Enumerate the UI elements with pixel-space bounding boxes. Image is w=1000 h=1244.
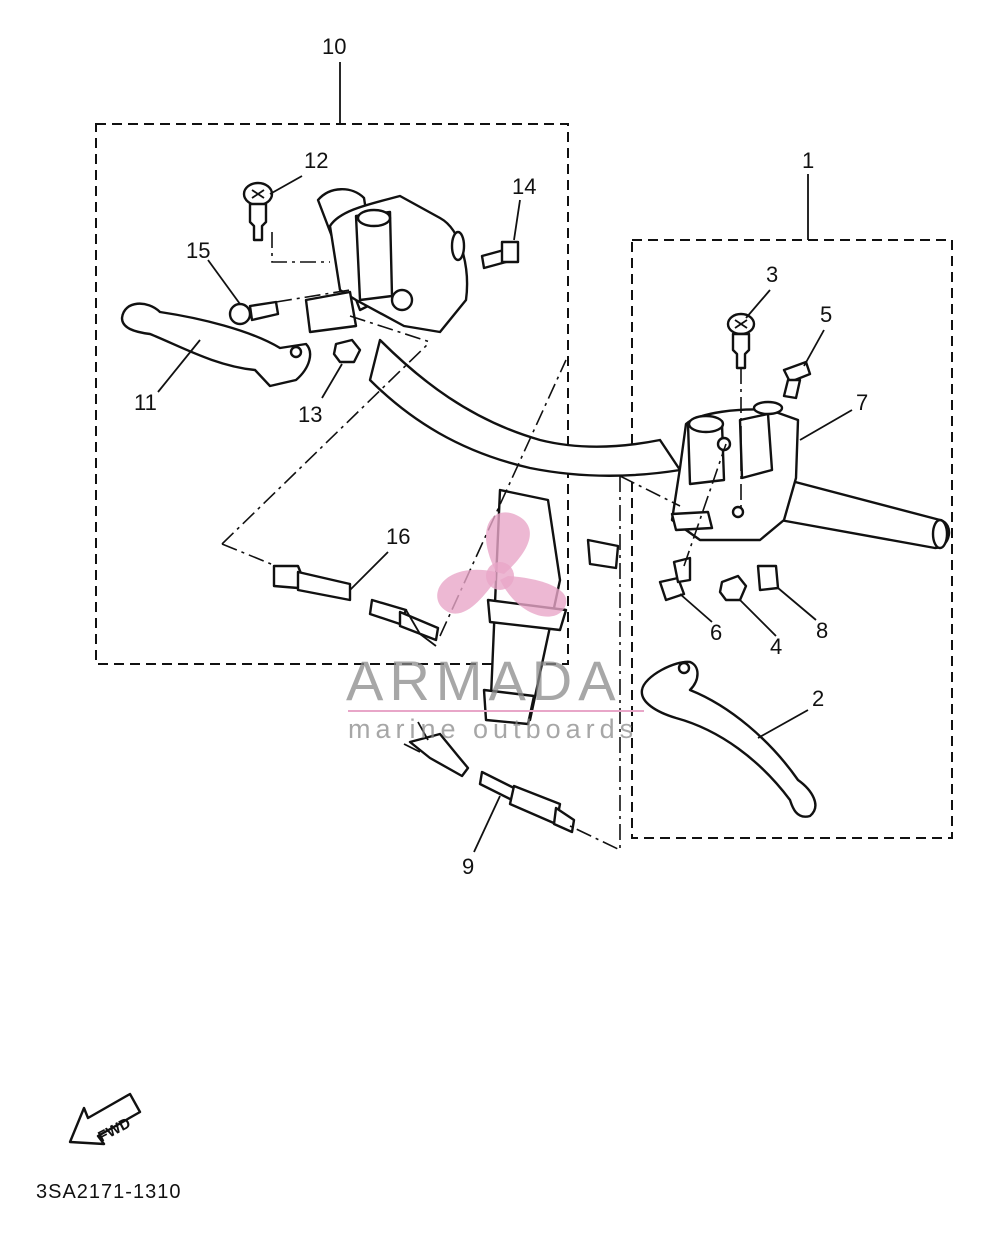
right-centerline-d [683, 443, 727, 567]
callout-3: 3 [766, 262, 778, 287]
callout-11: 11 [134, 390, 157, 415]
left-bolt-15 [228, 300, 280, 326]
left-assembly-box [95, 123, 569, 665]
right-centerline [569, 476, 621, 852]
left-screw-12 [242, 181, 274, 242]
callout-15: 15 [186, 238, 210, 263]
right-bolt-6 [658, 556, 692, 602]
left-centerline-b [221, 543, 277, 567]
callout-8: 8 [816, 618, 828, 643]
right-bolt-5 [782, 360, 812, 400]
callout-2: 2 [812, 686, 824, 711]
right-switch-9 [403, 721, 576, 834]
callout-9: 9 [462, 854, 474, 879]
callout-5: 5 [820, 302, 832, 327]
right-assembly-box [631, 239, 953, 839]
left-bolt-14 [480, 240, 520, 270]
callout-6: 6 [710, 620, 722, 645]
callout-10: 10 [322, 34, 346, 59]
part-code: 3SA2171-1310 [36, 1181, 181, 1203]
fwd-arrow-icon: FWD [68, 1092, 142, 1146]
right-screw-3 [726, 312, 756, 370]
left-switch-16 [272, 564, 440, 647]
callout-12: 12 [304, 148, 328, 173]
callout-16: 16 [386, 524, 410, 549]
right-master-cylinder [670, 400, 800, 542]
callout-14: 14 [512, 174, 536, 199]
callout-1: 1 [802, 148, 814, 173]
left-brake-lever [120, 302, 312, 388]
right-screw-8 [756, 564, 780, 592]
left-centerline-f [349, 315, 431, 343]
callout-7: 7 [856, 390, 868, 415]
right-nut-4 [718, 574, 748, 602]
watermark-brand: ARMADA [346, 649, 622, 712]
right-centerline-b [619, 475, 681, 507]
right-brake-lever [640, 660, 817, 818]
watermark: ARMADA marine outboards [346, 512, 644, 744]
callout-4: 4 [770, 634, 782, 659]
callout-13: 13 [298, 402, 322, 427]
propeller-logo-icon [437, 512, 567, 617]
left-centerline-e [271, 232, 330, 263]
watermark-subtitle: marine outboards [348, 714, 638, 744]
left-centerline [221, 341, 431, 545]
callout-leaders [157, 175, 853, 853]
left-centerline-d [275, 289, 351, 303]
left-nut-13 [332, 338, 362, 364]
left-master-cylinder [304, 194, 469, 334]
